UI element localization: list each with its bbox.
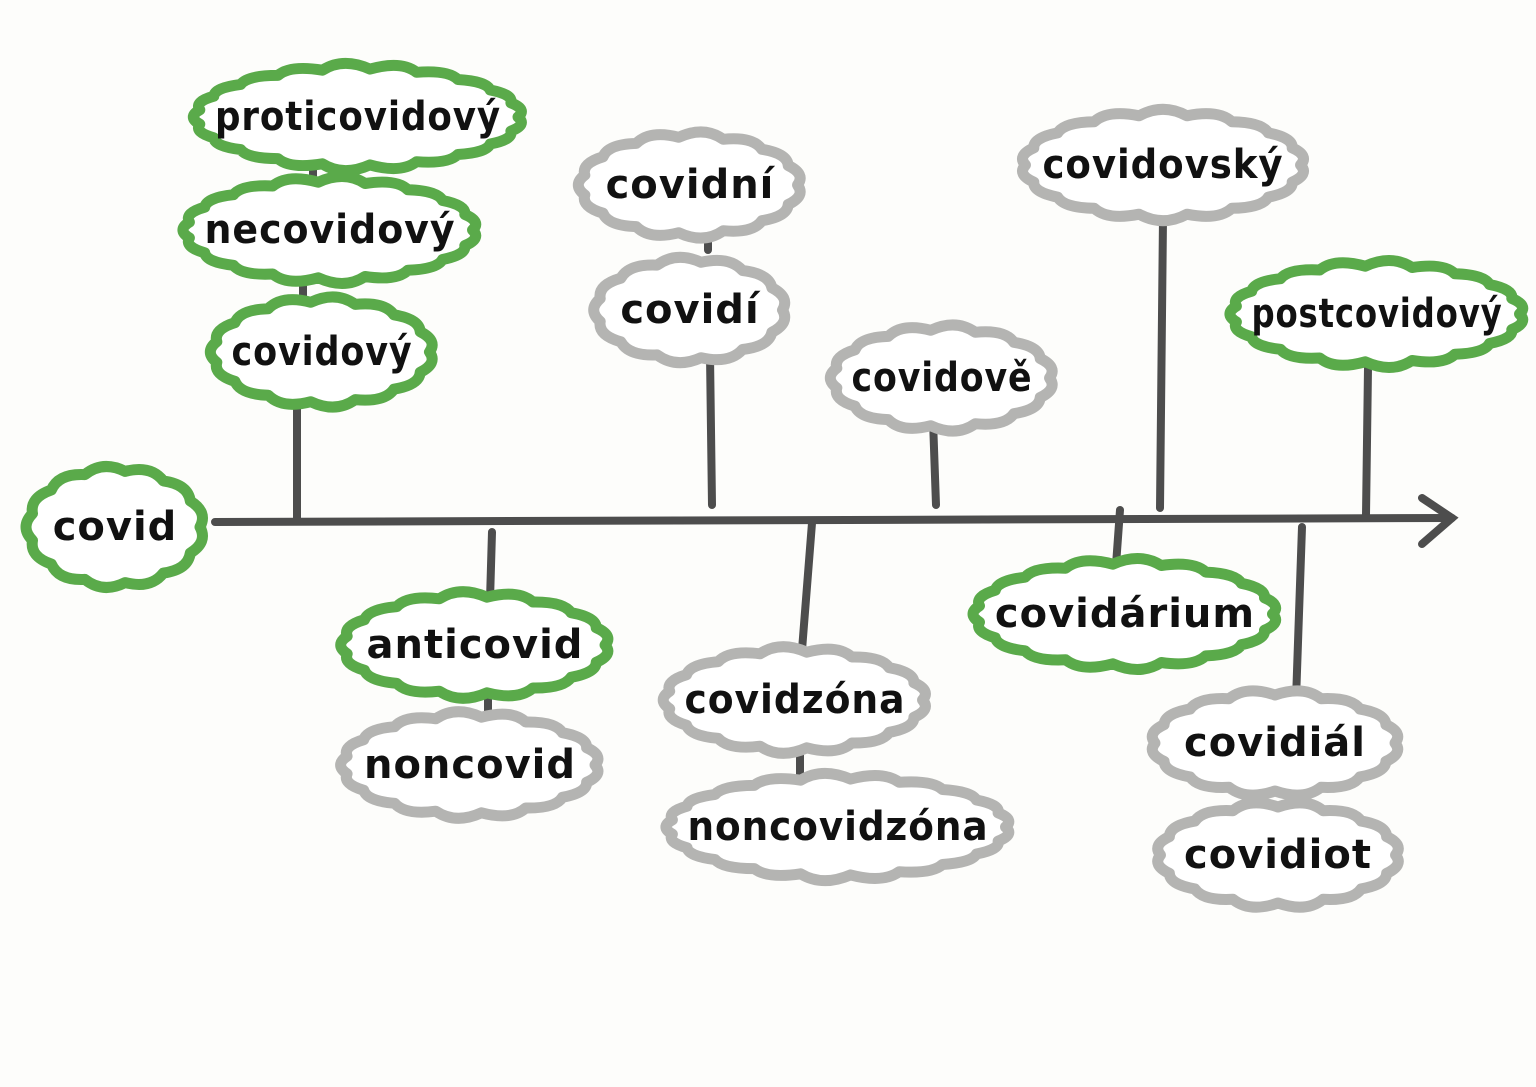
- cloud-outline-gray: [1152, 797, 1404, 913]
- word-cloud-noncovidzona: noncovidzóna: [660, 767, 1015, 887]
- word-cloud-noncovid: noncovid: [335, 706, 604, 824]
- word-label-covid: covid: [53, 504, 178, 550]
- cloud-outline-green: [187, 57, 527, 177]
- cloud-outline-green: [204, 291, 438, 413]
- cloud-outline-green: [967, 553, 1282, 675]
- cloud-outline-gray: [1017, 103, 1309, 227]
- word-cloud-covidove: covidově: [824, 319, 1058, 437]
- word-cloud-proticovidovy: proticovidový: [187, 57, 527, 177]
- connector-line: [1156, 214, 1167, 512]
- word-cloud-covidarium: covidárium: [967, 553, 1282, 675]
- word-label-covidovsky: covidovský: [1043, 142, 1284, 188]
- word-cloud-covidiot: covidiot: [1152, 797, 1404, 913]
- cloud-outline-gray: [1146, 685, 1404, 801]
- word-label-necovidovy: necovidový: [205, 207, 456, 253]
- word-label-proticovidovy: proticovidový: [215, 94, 501, 140]
- connector-line: [798, 519, 816, 654]
- word-label-covidarium: covidárium: [995, 591, 1255, 637]
- cloud-outline-gray: [657, 641, 931, 759]
- word-label-covidi: covidí: [620, 287, 761, 333]
- cloud-outline-gray: [824, 319, 1058, 437]
- word-cloud-covidovy: covidový: [204, 291, 438, 413]
- connector-line: [1292, 523, 1306, 704]
- word-label-postcovidovy: postcovidový: [1252, 291, 1503, 337]
- cloud-outline-green: [1224, 255, 1529, 373]
- word-label-anticovid: anticovid: [367, 622, 584, 668]
- cloud-outline-gray: [335, 706, 604, 824]
- axis-arrowhead: [1418, 494, 1459, 548]
- cloud-outline-green: [20, 461, 208, 593]
- cloud-outline-gray: [572, 126, 806, 244]
- cloud-outline-green: [177, 171, 482, 289]
- word-label-covidni: covidní: [606, 162, 776, 208]
- word-cloud-anticovid: anticovid: [335, 586, 614, 704]
- word-cloud-postcovidovy: postcovidový: [1224, 255, 1529, 373]
- word-cloud-covidni: covidní: [572, 126, 806, 244]
- word-cloud-covidial: covidiál: [1146, 685, 1404, 801]
- word-label-covidial: covidiál: [1184, 720, 1366, 766]
- timeline-axis: [211, 494, 1459, 548]
- word-cloud-covid: covid: [20, 461, 208, 593]
- word-label-covidovy: covidový: [232, 329, 413, 375]
- word-label-noncovidzona: noncovidzóna: [688, 804, 989, 850]
- axis-line: [211, 514, 1456, 526]
- cloud-outline-green: [335, 586, 614, 704]
- word-cloud-covidzona: covidzóna: [657, 641, 931, 759]
- cloud-outline-gray: [660, 767, 1015, 887]
- connector-line: [1362, 364, 1372, 519]
- cloud-outline-gray: [588, 251, 791, 369]
- word-cloud-covidovsky: covidovský: [1017, 103, 1309, 227]
- connector-line: [706, 351, 716, 509]
- word-label-covidiot: covidiot: [1184, 832, 1372, 878]
- word-cloud-covidi: covidí: [588, 251, 791, 369]
- word-clouds: covid proticovidový necovidový covidový covi…: [20, 57, 1529, 913]
- word-label-noncovid: noncovid: [364, 742, 576, 788]
- connector-line: [486, 528, 496, 604]
- word-label-covidove: covidově: [852, 355, 1033, 401]
- word-cloud-necovidovy: necovidový: [177, 171, 482, 289]
- connector-line: [929, 416, 940, 509]
- word-label-covidzona: covidzóna: [685, 677, 906, 723]
